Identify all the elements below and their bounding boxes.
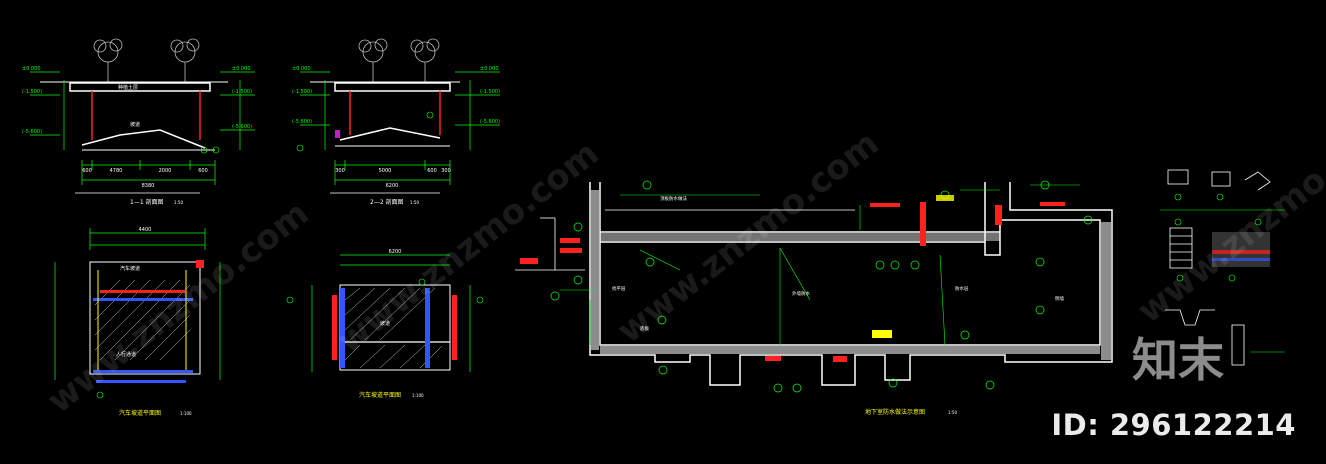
watermark-logo: 知末 — [1132, 333, 1224, 387]
plan-2-scale: 1:100 — [412, 393, 424, 398]
tree-icon — [358, 38, 388, 82]
section-2-dim: 5000 — [379, 168, 392, 174]
svg-text:(-1.500): (-1.500) — [232, 89, 252, 95]
svg-text:找平层: 找平层 — [612, 285, 626, 292]
svg-text:(-1.500): (-1.500) — [22, 89, 42, 95]
main-section-scale: 1:50 — [948, 410, 957, 415]
svg-text:(-5.600): (-5.600) — [232, 124, 252, 130]
plan-2-drawing: 6200 坡道 汽车坡道平面图 1:100 — [286, 249, 484, 399]
plan-2-title: 汽车坡道平面图 — [359, 391, 401, 399]
svg-text:种植土层: 种植土层 — [118, 84, 138, 91]
svg-text:外墙防水: 外墙防水 — [792, 290, 810, 297]
svg-text:(-5.600): (-5.600) — [22, 129, 42, 135]
section-1-dim: 600 — [82, 168, 92, 174]
svg-text:顶板防水做法: 顶板防水做法 — [660, 195, 687, 202]
svg-text:±0.000: ±0.000 — [232, 66, 251, 72]
section-1-drawing: ±0.000 (-1.500) (-5.600) ±0.000 (-1.500) (-5… — [22, 38, 255, 206]
section-2-dim: 300 — [335, 168, 345, 174]
plan-1-dim-top: 4400 — [139, 227, 152, 233]
section-1-dim: 2000 — [159, 168, 172, 174]
detail-sheet-icon — [1160, 169, 1285, 366]
section-2-scale: 1:50 — [410, 200, 419, 205]
svg-text:侧墙: 侧墙 — [1055, 295, 1064, 302]
svg-text:(-5.600): (-5.600) — [292, 119, 312, 125]
section-1-total: 8380 — [142, 183, 155, 189]
plan-2-dim-top: 6200 — [389, 249, 402, 255]
image-id-label: ID: 296122214 — [1051, 408, 1296, 442]
section-2-dim: 300 — [441, 168, 451, 174]
svg-text:(-1.500): (-1.500) — [480, 89, 500, 95]
svg-text:±0.000: ±0.000 — [480, 66, 499, 72]
svg-text:(-1.500): (-1.500) — [292, 89, 312, 95]
tree-icon — [93, 38, 123, 82]
section-1-dim: 4780 — [110, 168, 123, 174]
tree-icon — [410, 38, 440, 82]
svg-text:底板: 底板 — [640, 325, 649, 332]
plan-1-scale: 1:100 — [180, 411, 192, 416]
svg-text:人行通道: 人行通道 — [116, 351, 136, 358]
svg-text:防水层: 防水层 — [955, 285, 969, 292]
main-section-title: 地下室防水做法示意图 — [865, 408, 925, 416]
svg-text:±0.000: ±0.000 — [22, 66, 41, 72]
section-1-dim: 600 — [198, 168, 208, 174]
svg-text:坡道: 坡道 — [380, 320, 390, 327]
section-2-dim: 600 — [427, 168, 437, 174]
tree-icon — [170, 38, 200, 82]
section-2-drawing: ±0.000 (-1.500) (-5.600) ±0.000 (-1.500) (-5… — [292, 38, 500, 206]
main-section-drawing: 顶板防水做法 外墙防水 防水层 找平层 底板 侧墙 地下室防水做法示意图 1:5… — [515, 180, 1113, 416]
section-2-total: 6200 — [386, 183, 399, 189]
svg-text:汽车坡道: 汽车坡道 — [120, 265, 140, 272]
plan-1-drawing: 4400 汽车坡道 人行通道 汽车坡道平面图 1:100 — [54, 227, 221, 417]
section-1-title: 1—1 剖面图 — [130, 198, 164, 206]
svg-text:(-5.600): (-5.600) — [480, 119, 500, 125]
plan-1-title: 汽车坡道平面图 — [119, 409, 161, 417]
svg-text:±0.000: ±0.000 — [292, 66, 311, 72]
section-1-scale: 1:50 — [174, 200, 183, 205]
svg-text:坡道: 坡道 — [130, 121, 140, 128]
section-2-title: 2—2 剖面图 — [370, 198, 404, 206]
